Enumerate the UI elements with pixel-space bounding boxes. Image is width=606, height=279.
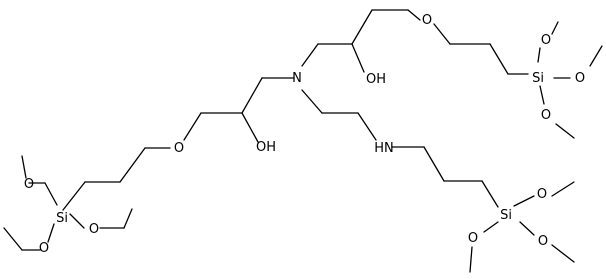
methoxy-oxygen-rb-bottom: O bbox=[538, 234, 548, 249]
methoxy-oxygen-rt-top: O bbox=[541, 33, 551, 48]
secondary-amine-label: HN bbox=[374, 141, 394, 156]
silicon-left-label: Si bbox=[56, 211, 68, 226]
methoxy-oxygen-left-bottom: O bbox=[39, 241, 49, 256]
amine-n-label: N bbox=[292, 71, 302, 86]
ether-oxygen-left-label: O bbox=[174, 141, 184, 156]
methoxy-oxygen-rb-right: O bbox=[537, 187, 547, 202]
silicon-right-top-label: Si bbox=[532, 71, 544, 86]
methoxy-oxygen-left-right: O bbox=[89, 222, 99, 237]
bond-lines bbox=[3, 9, 603, 273]
hydroxyl-right-label: OH bbox=[366, 72, 386, 87]
hydroxyl-left-label: OH bbox=[256, 140, 276, 155]
ether-oxygen-right-label: O bbox=[422, 13, 432, 28]
methoxy-oxygen-rt-bottom: O bbox=[541, 108, 551, 123]
methoxy-oxygen-left-top: O bbox=[24, 177, 34, 192]
silicon-right-bottom-label: Si bbox=[500, 208, 512, 223]
methoxy-oxygen-rb-left: O bbox=[468, 231, 478, 246]
methoxy-oxygen-rt-right: O bbox=[575, 71, 585, 86]
